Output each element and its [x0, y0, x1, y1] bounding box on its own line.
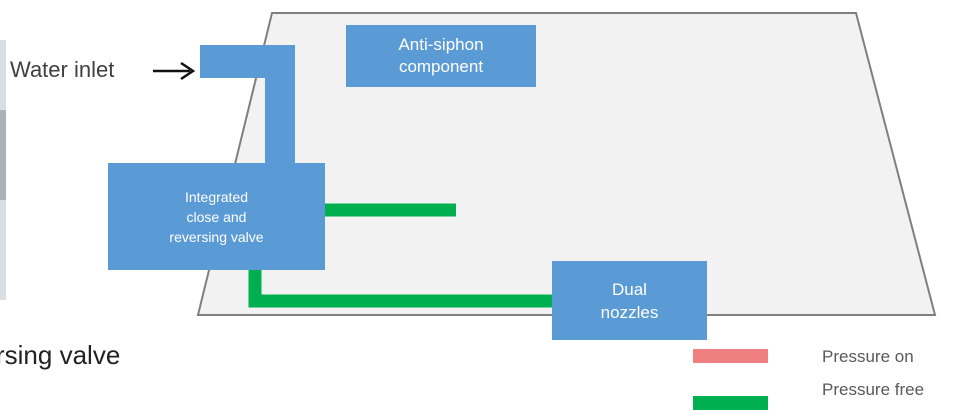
water-inlet-label: Water inlet: [10, 57, 115, 82]
inlet-arrow-head: [180, 61, 196, 81]
legend-label-pressure-free: Pressure free: [822, 380, 925, 399]
photo-edge-shade: [0, 110, 6, 200]
legend-swatch-pressure-free: [693, 396, 768, 410]
pressure-free-line: [248, 268, 560, 308]
partial-caption: rsing valve: [0, 340, 121, 370]
anti-siphon-component: Anti-siphon component: [346, 25, 536, 87]
inlet-pipe-vertical: [265, 45, 295, 170]
nozzles-label: Dual nozzles: [600, 279, 659, 322]
legend-swatch-pressure-on: [693, 349, 768, 363]
legend-label-pressure-on: Pressure on: [822, 347, 914, 366]
valve-label: Integrated close and reversing valve: [169, 188, 264, 245]
dual-nozzles: Dual nozzles: [552, 261, 707, 340]
close-reversing-valve: Integrated close and reversing valve: [108, 163, 325, 270]
anti-siphon-label: Anti-siphon component: [398, 35, 484, 76]
